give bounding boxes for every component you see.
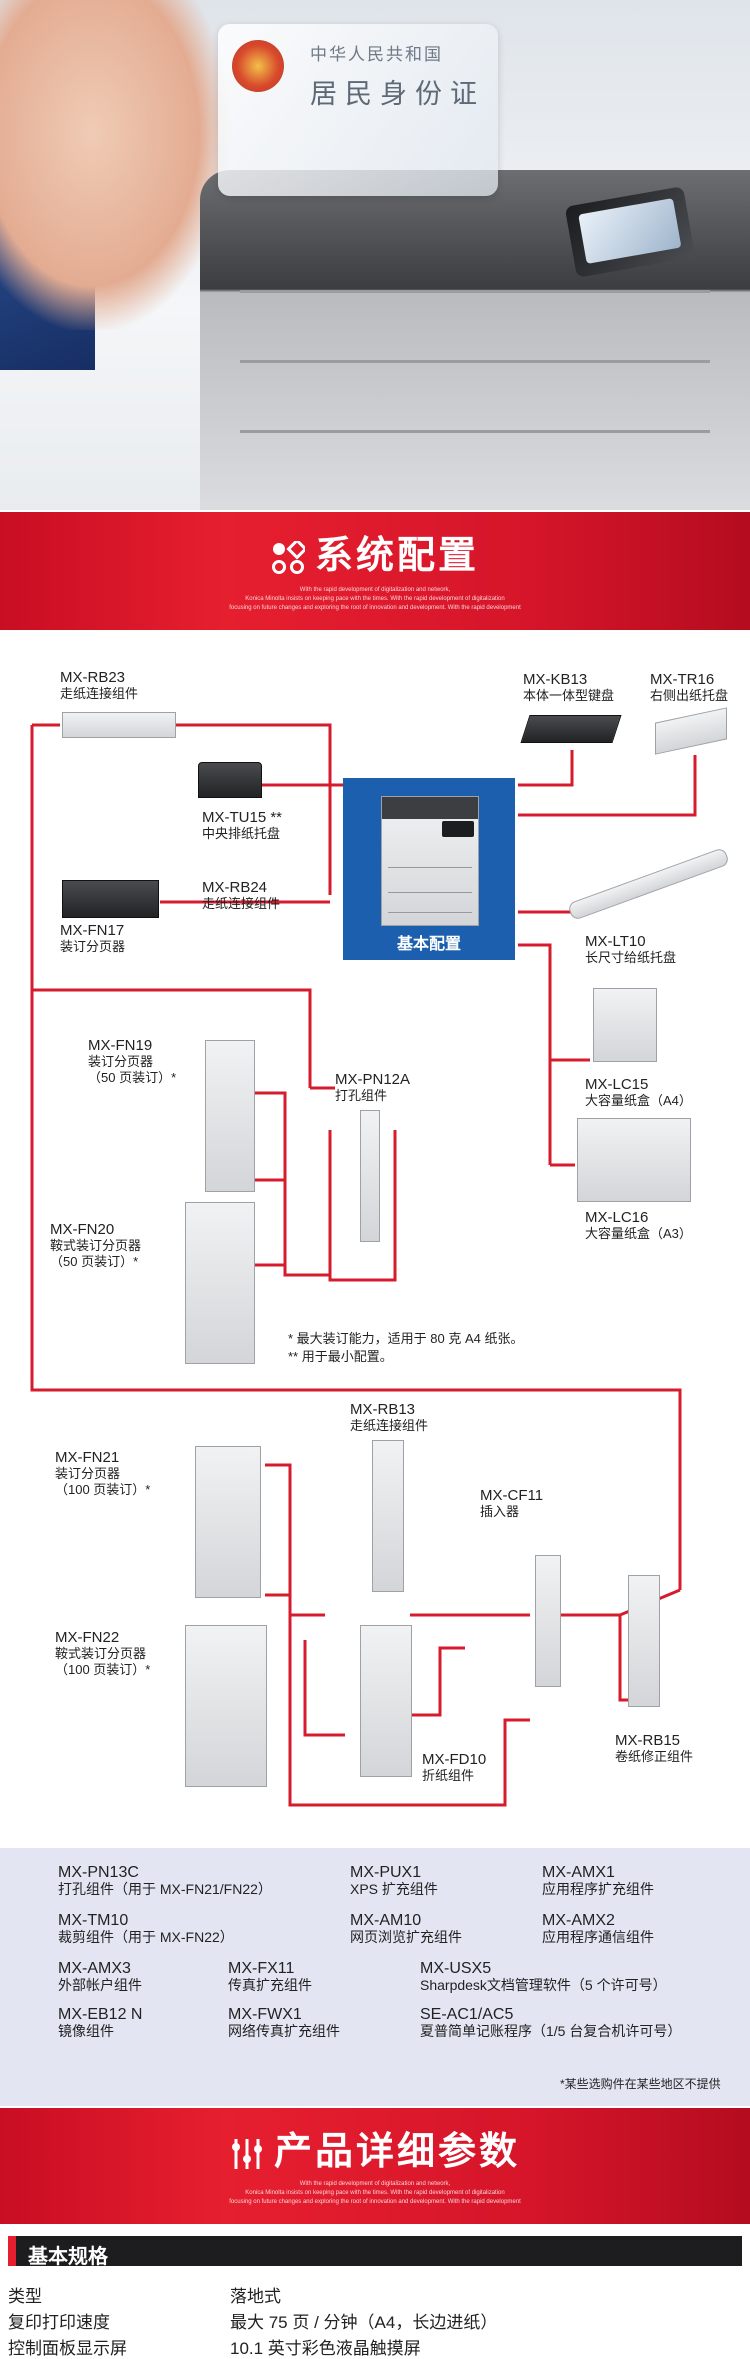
section-banner-specs: 产品详细参数 With the rapid development of dig… bbox=[0, 2108, 750, 2224]
id-card-country: 中华人民共和国 bbox=[310, 45, 443, 65]
spec-value: 落地式 bbox=[230, 2287, 281, 2306]
banner-subtitle: Konica Minolta insists on keeping pace w… bbox=[245, 596, 505, 602]
banner-subtitle: Konica Minolta insists on keeping pace w… bbox=[245, 2190, 505, 2196]
section-title-config: 系统配置 bbox=[314, 535, 479, 577]
base-copier-illustration bbox=[381, 796, 479, 926]
base-config-label: 基本配置 bbox=[396, 936, 461, 953]
label-mx-tu15: MX-TU15 **中央排纸托盘 bbox=[202, 809, 283, 842]
mx-tu15-illustration bbox=[198, 762, 262, 798]
banner-subtitle: With the rapid development of digitaliza… bbox=[299, 587, 451, 593]
spec-value: 最大 75 页 / 分钟（A4，长边进纸） bbox=[230, 2313, 498, 2332]
copier-photo bbox=[200, 170, 750, 510]
banner-subtitle: With the rapid development of digitaliza… bbox=[299, 2181, 451, 2187]
mx-fn20-illustration bbox=[185, 1202, 255, 1364]
accessories-footnote: *某些选购件在某些地区不提供 bbox=[560, 2077, 721, 2091]
spec-value: 10.1 英寸彩色液晶触摸屏 bbox=[230, 2339, 421, 2358]
hand bbox=[0, 0, 230, 330]
spec-key: 控制面板显示屏 bbox=[8, 2339, 127, 2358]
banner-subtitle: focusing on future changes and exploring… bbox=[229, 605, 521, 611]
mx-lc16-illustration bbox=[577, 1118, 691, 1202]
mx-fn17-illustration bbox=[62, 880, 159, 918]
specs-header-bar: 基本规格 bbox=[8, 2236, 742, 2268]
mx-fn21-illustration bbox=[195, 1446, 261, 1598]
spec-key: 类型 bbox=[8, 2287, 42, 2306]
mx-cf11-illustration bbox=[535, 1555, 561, 1687]
footnote: * 最大装订能力，适用于 80 克 A4 纸张。 bbox=[288, 1331, 524, 1346]
mx-rb13-illustration bbox=[372, 1440, 404, 1592]
id-card: 中华人民共和国 居民身份证 bbox=[218, 24, 498, 196]
mx-fn19-illustration bbox=[205, 1040, 255, 1192]
mx-kb13-illustration bbox=[520, 715, 622, 743]
specs-header: 基本规格 bbox=[28, 2246, 108, 2268]
mx-fd10-illustration bbox=[360, 1625, 412, 1777]
id-card-title: 居民身份证 bbox=[310, 79, 485, 110]
spec-key: 复印打印速度 bbox=[8, 2313, 110, 2332]
mx-pn12a-illustration bbox=[360, 1110, 380, 1242]
national-emblem-icon bbox=[232, 40, 284, 92]
sliders-icon bbox=[231, 2138, 262, 2169]
mx-rb15-illustration bbox=[628, 1575, 660, 1707]
grid-icon bbox=[271, 540, 305, 574]
footnote: ** 用于最小配置。 bbox=[288, 1349, 393, 1364]
banner-subtitle: focusing on future changes and exploring… bbox=[229, 2199, 521, 2205]
base-config-box: 基本配置 bbox=[343, 778, 515, 960]
hero-image: 中华人民共和国 居民身份证 bbox=[0, 0, 750, 510]
section-title-specs: 产品详细参数 bbox=[273, 2131, 520, 2173]
mx-rb23-illustration bbox=[62, 712, 176, 738]
section-banner-config: 系统配置 With the rapid development of digit… bbox=[0, 512, 750, 630]
mx-lc15-illustration bbox=[593, 988, 657, 1062]
control-panel-screen bbox=[564, 186, 696, 278]
mx-fn22-illustration bbox=[185, 1625, 267, 1787]
